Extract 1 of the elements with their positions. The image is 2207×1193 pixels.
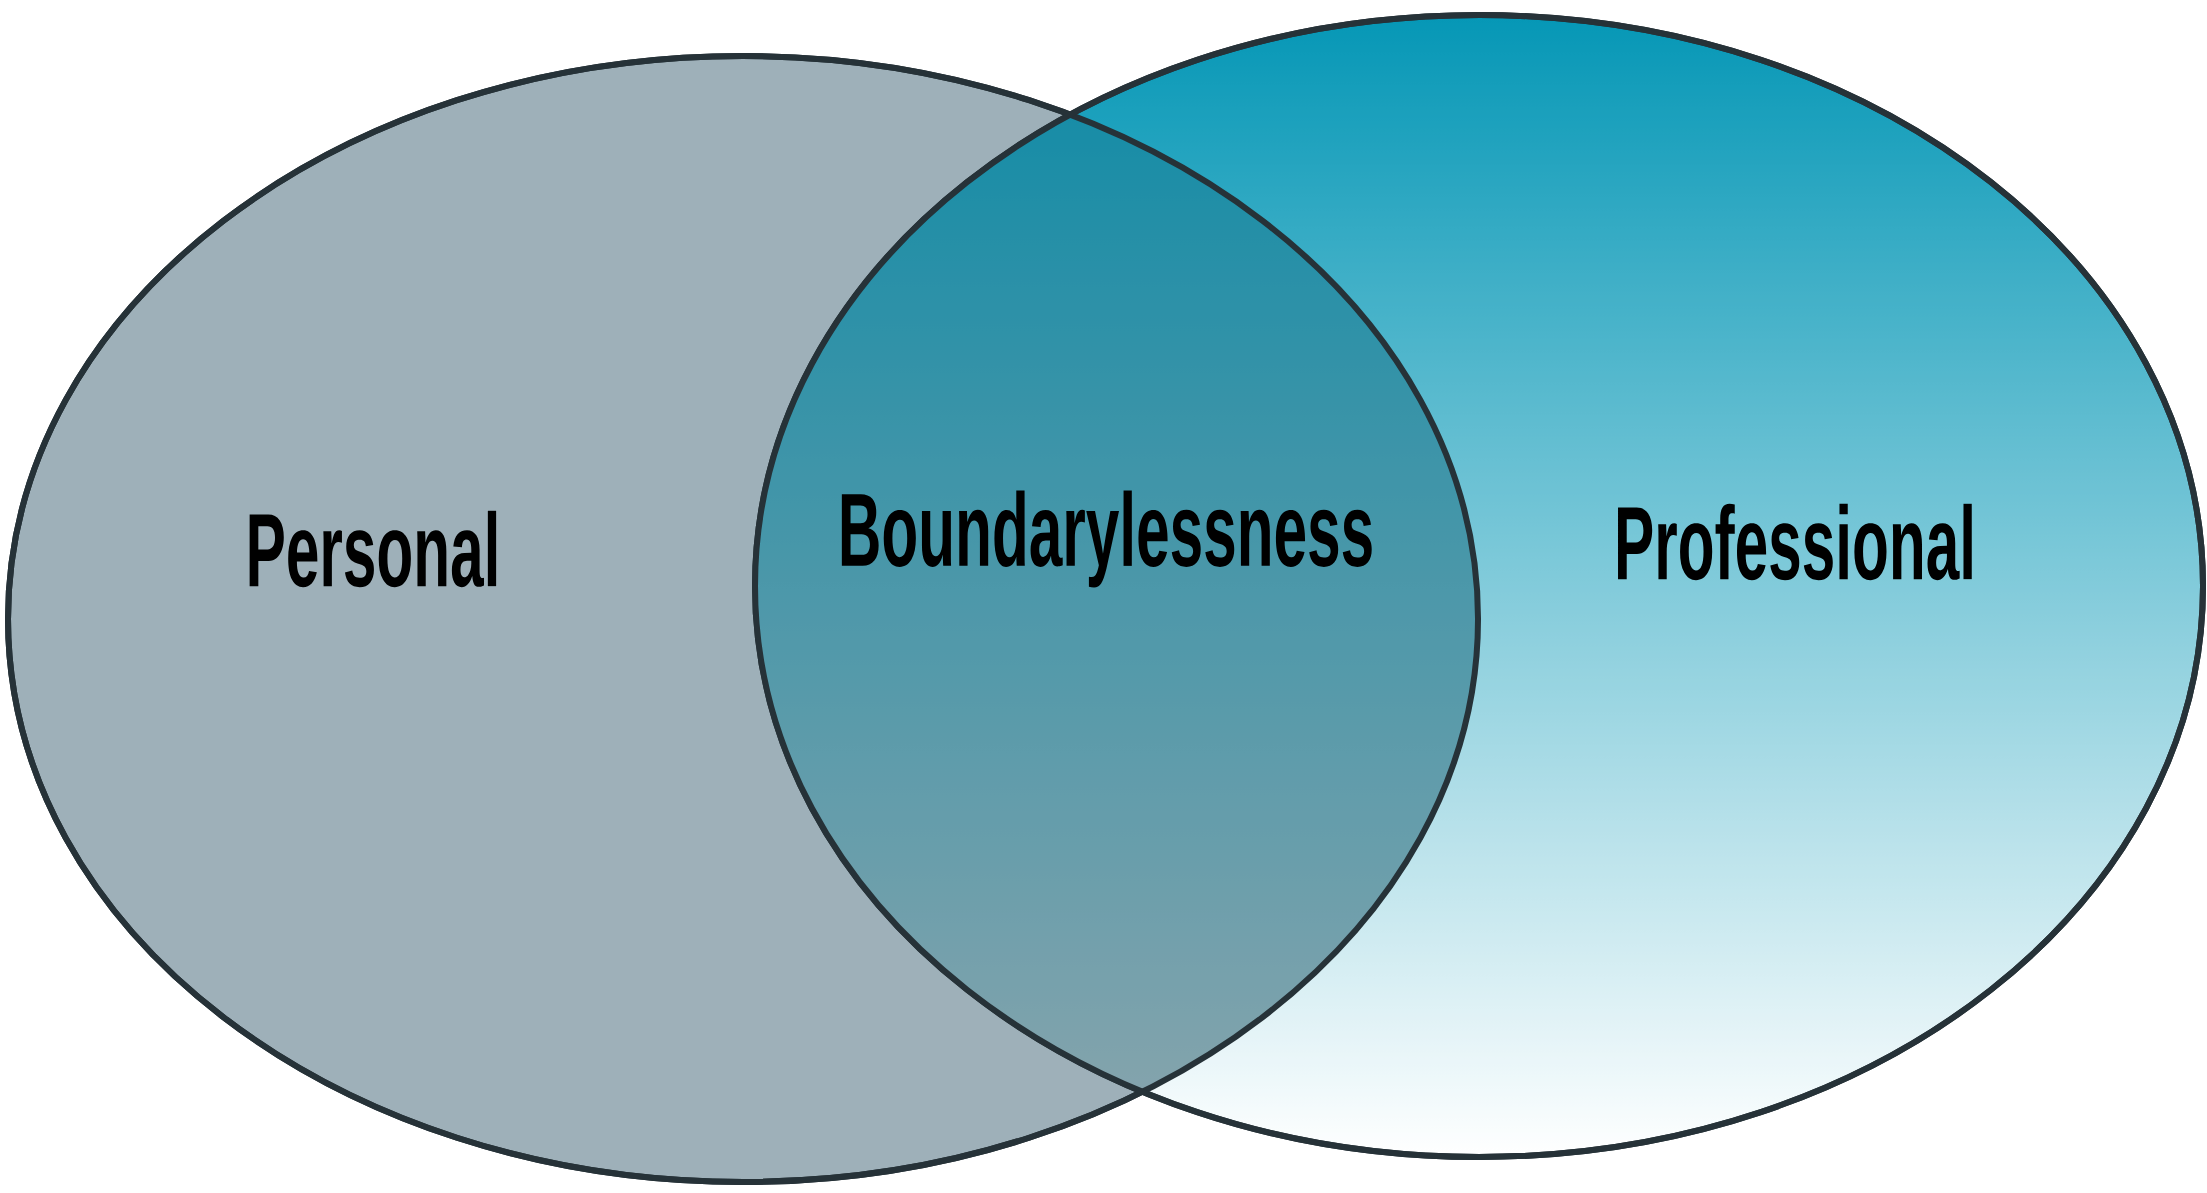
region-label: Boundarylessness — [841, 490, 1372, 588]
